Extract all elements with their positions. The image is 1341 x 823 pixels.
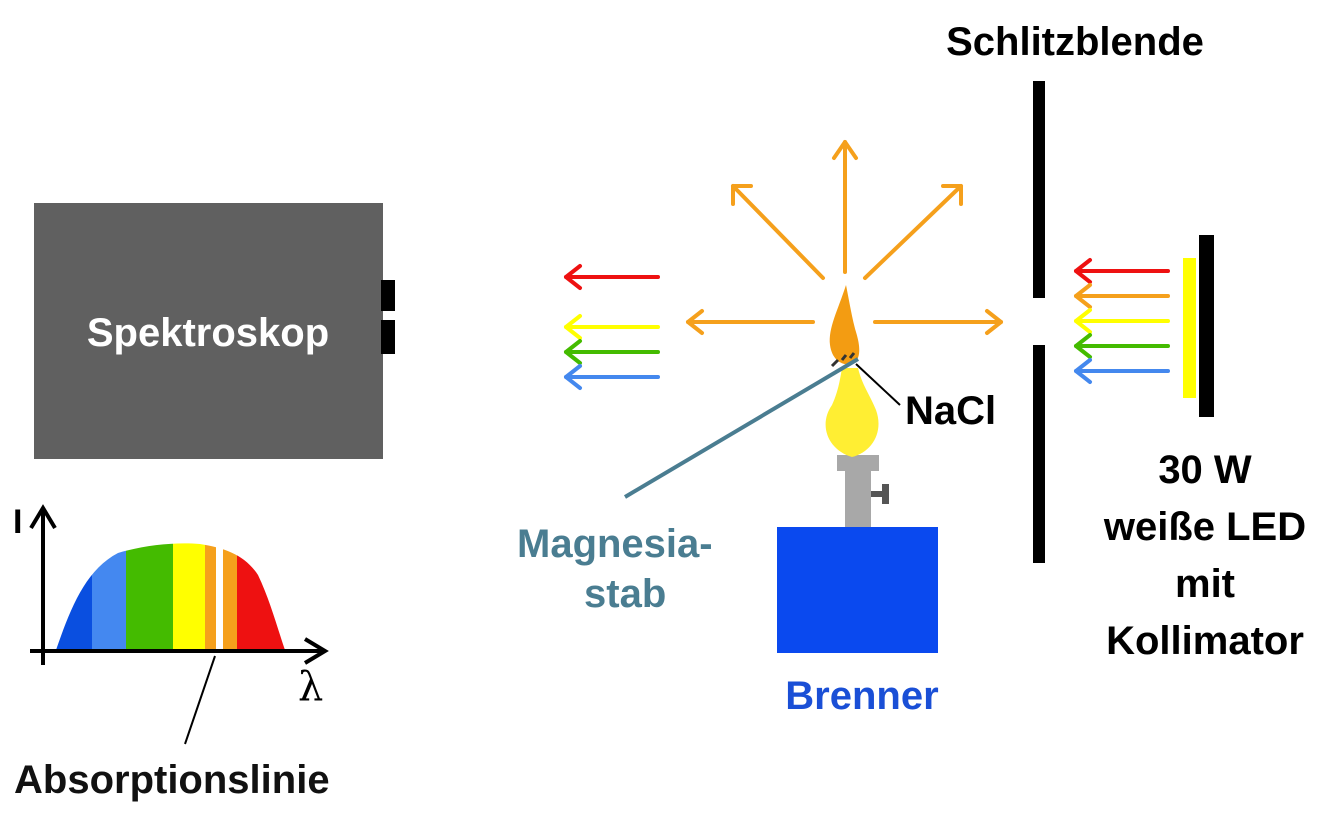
in-ray-yellow [1074, 308, 1170, 334]
spectroscope: Spektroskop [34, 203, 395, 459]
slit-lower-blade [1033, 345, 1045, 563]
magnesia-rod: Magnesia- stab [517, 352, 860, 616]
burner-base [777, 527, 938, 653]
absorption-label: Absorptionslinie [14, 758, 330, 802]
magnesia-rod-line [623, 357, 860, 499]
incoming-rays [1074, 258, 1170, 384]
burner: Brenner [777, 455, 939, 718]
spectroscope-slit-bottom [381, 320, 395, 354]
slit-upper-blade [1033, 81, 1045, 298]
flame-yellow [825, 368, 879, 457]
nacl-label: NaCl [905, 389, 996, 433]
x-axis-label: λ [298, 664, 323, 710]
flame-orange [829, 285, 860, 365]
emission-left [686, 309, 815, 335]
ray-red [564, 264, 660, 290]
in-ray-orange [1074, 283, 1170, 309]
burner-label: Brenner [785, 674, 938, 718]
led-source: 30 W weiße LED mit Kollimator [1103, 235, 1306, 663]
emission-upleft [731, 184, 825, 280]
emission-up [832, 140, 858, 274]
slit-label: Schlitzblende [946, 20, 1204, 64]
ray-blue [564, 364, 660, 390]
in-ray-blue [1074, 358, 1170, 384]
absorption-gap [216, 543, 223, 650]
spectroscope-label: Spektroskop [87, 311, 329, 355]
spectroscope-slit-top [381, 280, 395, 311]
burner-valve-knob [882, 484, 889, 504]
emission-right [873, 309, 1003, 335]
absorption-pointer [184, 655, 216, 745]
in-ray-red [1074, 258, 1170, 284]
y-axis-arrow [29, 504, 57, 530]
led-label-4: Kollimator [1106, 619, 1304, 663]
nacl-pointer [855, 363, 901, 406]
spectroscope-body [34, 203, 383, 459]
burner-top [837, 455, 879, 471]
led-backplate [1199, 235, 1214, 417]
led-label-3: mit [1175, 562, 1235, 606]
spectrum-plot: I λ Absorptionslinie [13, 503, 330, 802]
magnesia-label-2: stab [584, 572, 666, 616]
y-axis-label: I [13, 503, 22, 541]
led-emitter [1183, 258, 1196, 398]
nacl-sample [830, 352, 856, 368]
ray-green [564, 339, 660, 365]
transmitted-rays [564, 264, 660, 390]
magnesia-label-1: Magnesia- [517, 522, 713, 566]
emission-upright [863, 184, 963, 280]
burner-valve-stem [871, 491, 885, 497]
slit-aperture: Schlitzblende [946, 20, 1204, 563]
spectrum-bands [56, 543, 285, 650]
flame [825, 285, 879, 457]
led-label-1: 30 W [1158, 448, 1252, 492]
burner-tube [845, 469, 871, 527]
x-axis-arrow [303, 637, 329, 665]
ray-yellow [564, 314, 660, 340]
led-label-2: weiße LED [1103, 505, 1306, 549]
emission-rays [686, 140, 1003, 335]
in-ray-green [1074, 333, 1170, 359]
